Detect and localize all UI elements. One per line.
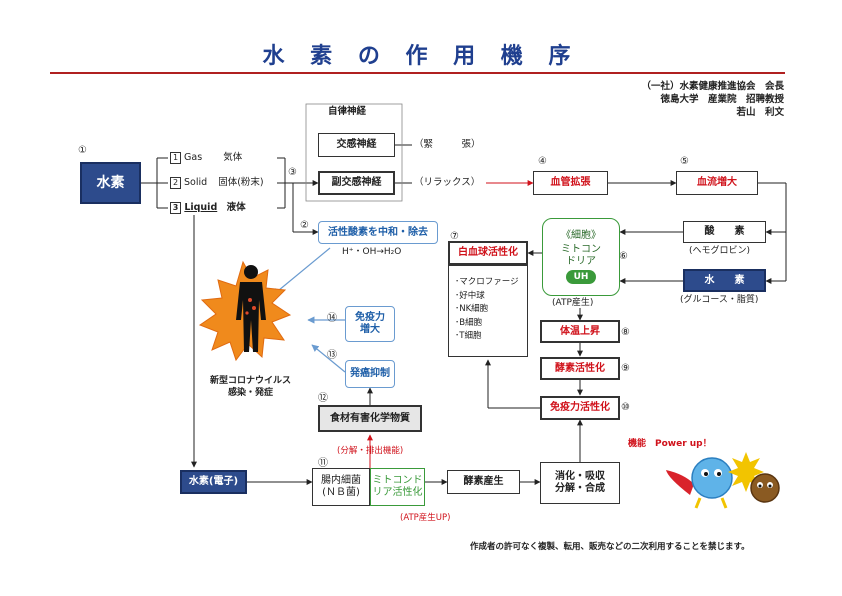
page-title: 水 素 の 作 用 機 序 <box>262 44 580 69</box>
enzyme-prod-box: 酵素産生 <box>447 470 520 494</box>
author-line: 徳島大学 産業院 招聘教授 <box>660 94 784 105</box>
parasympathetic-box: 副交感神経 <box>318 171 395 195</box>
atp-up-label: (ATP産生UP) <box>400 513 451 523</box>
hemoglobin-label: (ヘモグロビン) <box>689 246 751 256</box>
cell-item: ･B細胞 <box>455 317 483 328</box>
oxygen-box: 酸 素 <box>683 221 766 243</box>
step-3: ③ <box>288 167 297 178</box>
step-8: ⑧ <box>621 327 630 338</box>
neutralize-box: 活性酸素を中和・除去 <box>318 221 438 244</box>
step-12: ⑫ <box>318 393 328 404</box>
atp-cell-label: (ATP産生) <box>552 298 594 308</box>
decompose-label: (分解・排出機能) <box>337 446 404 456</box>
mito-label: ミトコン ドリア <box>561 244 601 267</box>
cell-item: ･好中球 <box>455 290 485 301</box>
immune-up-box: 免疫力 増大 <box>345 306 395 342</box>
autonomic-label: 自律神経 <box>328 106 367 117</box>
harmful-box: 食材有害化学物質 <box>318 405 422 432</box>
step-1: ① <box>78 145 87 156</box>
title-rule <box>50 72 785 74</box>
person-silhouette <box>236 265 266 352</box>
cell-item: ･NK細胞 <box>455 304 489 314</box>
power-up-label: 機能 Power up！ <box>628 439 712 449</box>
vasodilation-box: 血管拡張 <box>533 171 608 195</box>
step-14: ⑭ <box>327 313 337 324</box>
step-10: ⑩ <box>621 402 630 413</box>
step-7: ⑦ <box>450 231 459 242</box>
state-label: Solid <box>184 177 208 188</box>
immune-act-box: 免疫力活性化 <box>540 396 620 420</box>
state-num: 1 <box>170 152 181 164</box>
relax-label: （リラックス） <box>414 177 481 188</box>
cell-item: ･T細胞 <box>455 331 482 341</box>
immune-cells-list: ･マクロファージ ･好中球 ･NK細胞 ･B細胞 ･T細胞 <box>448 265 528 357</box>
state-jp: 液体 <box>226 202 246 213</box>
mito2-box: ミトコンド リア活性化 <box>370 468 425 506</box>
author-line: 若山 利文 <box>736 107 784 118</box>
state-gas: 1 Gas 気体 <box>170 152 242 164</box>
bloodflow-box: 血流増大 <box>676 171 758 195</box>
author-block: （一社）水素健康推進協会 会長 徳島大学 産業院 招聘教授 若山 利文 <box>570 80 784 119</box>
state-jp: 気体 <box>223 152 243 163</box>
hydrogen-electron-box: 水素(電子) <box>180 470 247 494</box>
neutralize-formula: H⁺・OH→H₂O <box>342 247 402 257</box>
cell-label: 《細胞》 <box>561 230 601 241</box>
step-5: ⑤ <box>680 156 689 167</box>
glucose-label: (グルコース・脂質) <box>680 295 759 305</box>
step-4: ④ <box>538 156 547 167</box>
enzyme-act-box: 酵素活性化 <box>540 357 620 380</box>
state-num: 2 <box>170 177 181 189</box>
step-11: ⑪ <box>318 458 328 469</box>
state-jp: 固体(粉末) <box>218 177 264 188</box>
state-label: Gas <box>184 152 203 163</box>
mito-icon: UH <box>565 270 597 284</box>
footer-note: 作成者の許可なく複製、転用、販売などの二次利用することを禁じます。 <box>470 542 750 552</box>
cancer-box: 発癌抑制 <box>345 360 395 388</box>
hydrogen2-box: 水 素 <box>683 269 766 292</box>
gut-box: 腸内細菌 (ＮＢ菌) <box>312 468 370 506</box>
author-line: （一社）水素健康推進協会 会長 <box>641 81 784 92</box>
tension-label: （緊 張） <box>414 139 481 150</box>
body-temp-box: 体温上昇 <box>540 320 620 343</box>
sympathetic-box: 交感神経 <box>318 133 395 157</box>
mascot-characters <box>666 452 780 509</box>
step-9: ⑨ <box>621 363 630 374</box>
step-2: ② <box>300 220 309 231</box>
state-num: 3 <box>170 202 181 214</box>
state-liquid: 3 Liquid 液体 <box>170 202 246 214</box>
covid-label: 新型コロナウイルス 感染・発症 <box>210 376 292 398</box>
state-solid: 2 Solid 固体(粉末) <box>170 177 264 189</box>
state-label: Liquid <box>184 202 218 213</box>
leukocyte-box: 白血球活性化 <box>448 241 528 265</box>
hydrogen-box: 水素 <box>80 162 141 204</box>
digestion-box: 消化・吸収 分解・合成 <box>540 462 620 504</box>
cell-box: 《細胞》 ミトコン ドリア UH <box>542 218 620 296</box>
cell-item: ･マクロファージ <box>455 277 519 287</box>
step-13: ⑬ <box>327 350 337 361</box>
step-6: ⑥ <box>619 251 628 262</box>
